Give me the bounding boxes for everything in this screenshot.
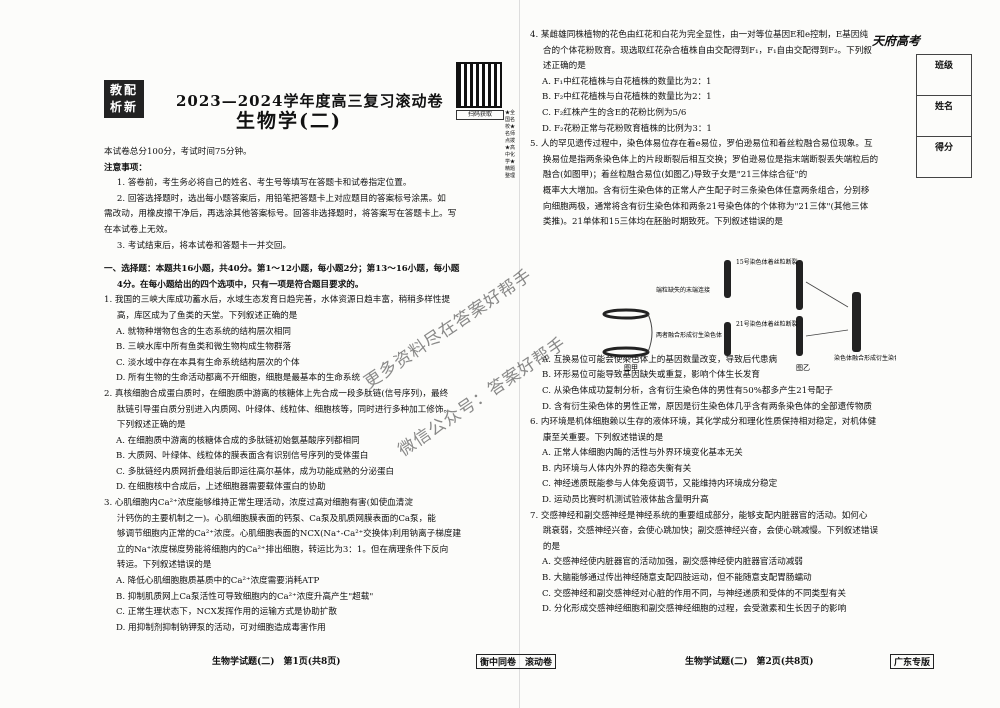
text-line: 向细胞两极，通常将含有衍生染色体和两条21号染色体的个体称为"21三体"(其他三… xyxy=(542,201,869,212)
text-line: 康至关重要。下列叙述错误的是 xyxy=(542,432,664,443)
text-line: 一、选择题：本题共16小题，共40分。第1～12小题，每小题2分；第13～16小… xyxy=(104,264,460,275)
label-chr15: 15号染色体着丝粒断裂 xyxy=(736,258,798,266)
text-line: 6. 内环境是机体细胞赖以生存的液体环境，其化学成分和理化性质保持相对稳定，对机… xyxy=(530,417,877,428)
text-line: B. 三峡水库中所有鱼类和微生物构成生物群落 xyxy=(116,342,292,353)
left-page-body: 本试卷总分100分，考试时间75分钟。注意事项： 1. 答卷前，考生务必将自己的姓… xyxy=(104,145,514,636)
text-line: A. 互换易位可能会使染色体上的基因数量改变，导致后代患病 xyxy=(542,354,778,365)
text-line: 概率大大增加。含有衍生染色体的正常人产生配子时三条染色体任意两条组合，分别移 xyxy=(542,185,870,196)
text-line: B. 抑制肌质网上Ca泵活性可导致细胞内的Ca²⁺浓度升高产生"超载" xyxy=(116,591,374,602)
text-line: C. 淡水域中存在本具有生命系统结构层次的个体 xyxy=(116,357,300,368)
text-line: A. 在细胞质中游离的核糖体合成的多肽链初始氨基酸序列都相同 xyxy=(116,435,360,446)
right-page-footer: 生物学试题(二) 第2页(共8页) xyxy=(685,657,814,667)
text-line: 转运。下列叙述错误的是 xyxy=(116,560,212,571)
right-page-body: 4. 某雌雄同株植物的花色由红花和白花为完全显性，由一对等位基因E和e控制，E基… xyxy=(530,28,938,618)
text-line: 类推)。21单体和15三体均在胚胎时期致死。下列叙述错误的是 xyxy=(542,217,783,228)
text-line: C. 多肽链经内质网折叠组装后即运往高尔基体，成为功能成熟的分泌蛋白 xyxy=(116,466,395,477)
subject-title: 生物学(二) xyxy=(236,110,342,132)
text-line: 4. 某雌雄同株植物的花色由红花和白花为完全显性，由一对等位基因E和e控制，E基… xyxy=(530,30,868,40)
page-fold xyxy=(519,0,520,708)
text-line: 肽链引导蛋白质分别进入内质网、叶绿体、线粒体、细胞核等，同时进行多种加工修饰。 xyxy=(116,404,453,415)
text-line: 2. 真核细胞合成蛋白质时，在细胞质中游离的核糖体上先合成一段多肽链(信号序列)… xyxy=(104,388,449,399)
text-line: 2. 回答选择题时，选出每小题答案后，用铅笔把答题卡上对应题目的答案标号涂黑。如 xyxy=(116,193,446,204)
publisher-logo: 教配析新 xyxy=(104,80,144,118)
text-line: A. 正常人体细胞内酶的活性与外界环境变化基本无关 xyxy=(542,448,743,459)
text-line: 合的个体花粉败育。现选取红花杂合植株自由交配得到F₁，F₁自由交配得到F₂。下列… xyxy=(542,45,872,56)
text-line: C. 从染色体成功复制分析，含有衍生染色体的男性有50%都多产生21号配子 xyxy=(542,385,833,396)
text-line: 需改动，用橡皮擦干净后，再选涂其他答案标号。回答非选择题时，将答案写在答题卡上。… xyxy=(104,209,457,220)
text-line: 的是 xyxy=(542,541,561,552)
label-chr21: 21号染色体着丝粒断裂 xyxy=(736,320,798,328)
series-tag: 衡中同卷 滚动卷 xyxy=(476,654,557,669)
text-line: A. F₁中红花植株与白花植株的数量比为2：1 xyxy=(542,76,712,87)
text-line: 述正确的是 xyxy=(542,61,586,72)
label-fused: 染色体融合形成衍生染色体 xyxy=(834,354,896,362)
text-line: B. 大质网、叶绿体、线粒体的膜表面含有识别信号序列的受体蛋白 xyxy=(116,451,369,462)
text-line: 下列叙述正确的是 xyxy=(116,420,186,431)
text-line: B. 大脑能够通过传出神经随意支配四肢运动，但不能随意支配胃肠蠕动 xyxy=(542,573,812,584)
text-line: A. 交感神经使内脏器官的活动加强，副交感神经使内脏器官活动减弱 xyxy=(542,557,803,568)
text-line: 在本试卷上无效。 xyxy=(104,224,173,235)
text-line: C. F₂红株产生的含E的花粉比例为5/6 xyxy=(542,107,687,118)
text-line xyxy=(104,254,514,262)
text-line: C. 交感神经和副交感神经对心脏的作用不同，与神经递质和受体的不同类型有关 xyxy=(542,588,846,599)
qr-notes: ★全国名校★名师点拨★高中化学★精题整理 xyxy=(505,110,516,179)
text-line: C. 神经递质既能参与人体免疫调节，又能维持内环境成分稳定 xyxy=(542,479,778,490)
brand-logo: 天府高考 xyxy=(872,34,921,48)
text-line: 5. 人的罕见遗传过程中，染色体易位存在着e易位，罗伯逊易位和着丝粒融合易位现象… xyxy=(530,139,873,150)
label-frag-bottom: 两者融合形成衍生染色体 xyxy=(656,331,722,339)
text-line: D. 含有衍生染色体的男性正常，原因是衍生染色体几乎含有两条染色体的全部遗传物质 xyxy=(542,401,873,412)
text-line: 3. 心肌细胞内Ca²⁺浓度能够维持正常生理活动，浓度过高对细胞有害(如使血清淀 xyxy=(104,498,413,509)
qr-code-icon[interactable] xyxy=(456,62,502,108)
class-field[interactable]: 班级 xyxy=(917,55,971,96)
text-line: 注意事项： xyxy=(104,162,147,173)
exam-title: 2023—2024学年度高三复习滚动卷 xyxy=(176,92,444,110)
text-line: D. 所有生物的生命活动都离不开细胞，细胞是最基本的生命系统 xyxy=(116,373,361,384)
text-line: A. 就物种增物包含的生态系统的结构层次相同 xyxy=(116,326,291,337)
text-line: C. 正常生理状态下，NCX发挥作用的运输方式是协助扩散 xyxy=(116,607,338,618)
text-line: 够调节细胞内正常的Ca²⁺浓度。心肌细胞表面的NCX(Na⁺-Ca²⁺交换体)利… xyxy=(116,529,462,540)
label-frag-top: 端粒缺失的末端连接 xyxy=(656,286,710,294)
name-field[interactable]: 姓名 xyxy=(917,96,971,137)
chromosome-figure: 端粒缺失的末端连接 两者融合形成衍生染色体 图甲 15号染色体着丝粒断裂 21号… xyxy=(602,258,896,372)
text-line: B. F₂中红花植株与白花植株的数量比为2：1 xyxy=(542,92,712,103)
text-line: 换易位是指两条染色体上的片段断裂后相互交换；罗伯逊易位是指末端断裂丢失端粒后的 xyxy=(542,154,879,165)
text-line: 3. 考试结束后，将本试卷和答题卡一并交回。 xyxy=(116,240,292,251)
text-line: 1. 答卷前，考生务必将自己的姓名、考生号等填写在答题卡和试卷指定位置。 xyxy=(116,178,412,189)
figure-b: 15号染色体着丝粒断裂 21号染色体着丝粒断裂 染色体融合形成衍生染色体 图乙 xyxy=(724,258,896,372)
label-fig-b: 图乙 xyxy=(796,364,810,372)
text-line: 融合(如图甲)；着丝粒融合易位(如图乙)导致子女是"21三体综合征"的 xyxy=(542,170,808,181)
text-line: 跳衰弱，交感神经兴奋，会使心跳加快；副交感神经兴奋，会使心跳减慢。下列叙述错误 xyxy=(542,526,879,537)
text-line: 汁钙伤的主要机制之一)。心肌细胞膜表面的钙泵、Ca泵及肌质网膜表面的Ca泵，能 xyxy=(116,513,436,524)
student-info-box: 班级 姓名 得分 xyxy=(916,54,972,178)
left-page-footer: 生物学试题(二) 第1页(共8页) xyxy=(212,657,341,667)
text-line: 7. 交感神经和副交感神经是神经系统的重要组成部分，能够支配内脏器官的活动。如何… xyxy=(530,510,868,521)
text-line: D. 在细胞核中合成后，上述细胞器需要载体蛋白的协助 xyxy=(116,482,326,493)
text-line: D. F₂花粉正常与花粉败育植株的比例为3：1 xyxy=(542,123,712,134)
score-field[interactable]: 得分 xyxy=(934,143,953,153)
text-line: 高，库区成为了鱼类的天堂。下列叙述正确的是 xyxy=(116,310,298,321)
region-tag: 广东专版 xyxy=(890,654,935,669)
text-line: B. 内环境与人体内外界的稳态失衡有关 xyxy=(542,463,692,474)
text-line: 1. 我国的三峡大库成功蓄水后，水域生态发育日趋完善，水体资源日趋丰富，稍稍多样… xyxy=(104,295,451,306)
label-fig-a: 图甲 xyxy=(624,364,638,372)
figure-a: 端粒缺失的末端连接 两者融合形成衍生染色体 图甲 xyxy=(602,286,722,372)
qr-caption: 扫码获取 xyxy=(456,110,504,120)
text-line: D. 用抑制剂抑制钠钾泵的活动，可对细胞造成毒害作用 xyxy=(116,622,326,633)
text-line: D. 运动员比赛时机测试验液体盐含量明升高 xyxy=(542,495,709,506)
text-line: 4分。在每小题给出的四个选项中，只有一项是符合题目要求的。 xyxy=(116,279,364,290)
text-line: B. 环形易位可能导致基因缺失或重复，影响个体生长发育 xyxy=(542,370,761,381)
text-line: 本试卷总分100分，考试时间75分钟。 xyxy=(104,147,252,157)
text-line: 立的Na⁺浓度梯度势能将细胞内的Ca²⁺排出细胞，转运比为3：1。但在病理条件下… xyxy=(116,544,449,555)
text-line: D. 分化形成交感神经细胞和副交感神经细胞的过程，会受激素和生长因子的影响 xyxy=(542,604,847,615)
text-line: A. 降低心肌细胞胞质基质中的Ca²⁺浓度需要消耗ATP xyxy=(116,576,320,587)
